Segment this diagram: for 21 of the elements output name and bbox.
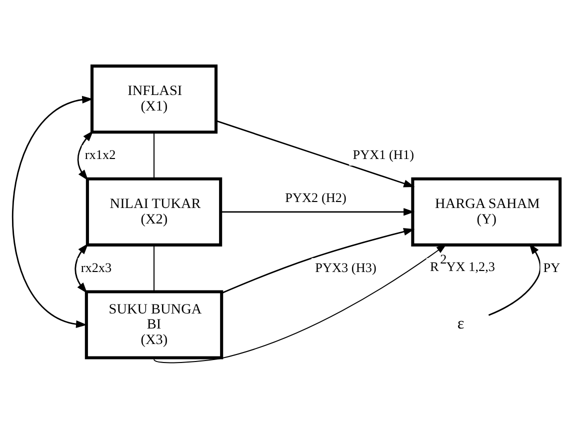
edge-label: PYX3 (H3) <box>315 260 376 275</box>
connector <box>154 244 155 292</box>
node-box: HARGA SAHAM (Y) <box>411 177 562 246</box>
edge-label: PYX1 (H1) <box>352 146 414 162</box>
edge-label: PY <box>543 260 560 275</box>
arrow <box>154 244 447 364</box>
edge-label: rx1x2 <box>84 146 116 162</box>
arrow <box>12 96 94 328</box>
edge-label: PYX2 (H2) <box>285 190 346 206</box>
node-text: ε <box>457 314 464 333</box>
node-box: NILAI TUKAR (X2) <box>86 177 222 246</box>
arrow <box>222 228 415 294</box>
edge-label: rx2x3 <box>80 260 112 275</box>
arrow <box>216 120 415 188</box>
arrow <box>74 243 88 294</box>
node-box: INFLASI (X1) <box>90 64 218 134</box>
node-box: SUKU BUNGA BI (X3) <box>84 290 224 360</box>
arrow <box>77 130 94 181</box>
arrow <box>220 208 415 216</box>
arrow <box>488 243 541 316</box>
connector <box>154 132 155 179</box>
